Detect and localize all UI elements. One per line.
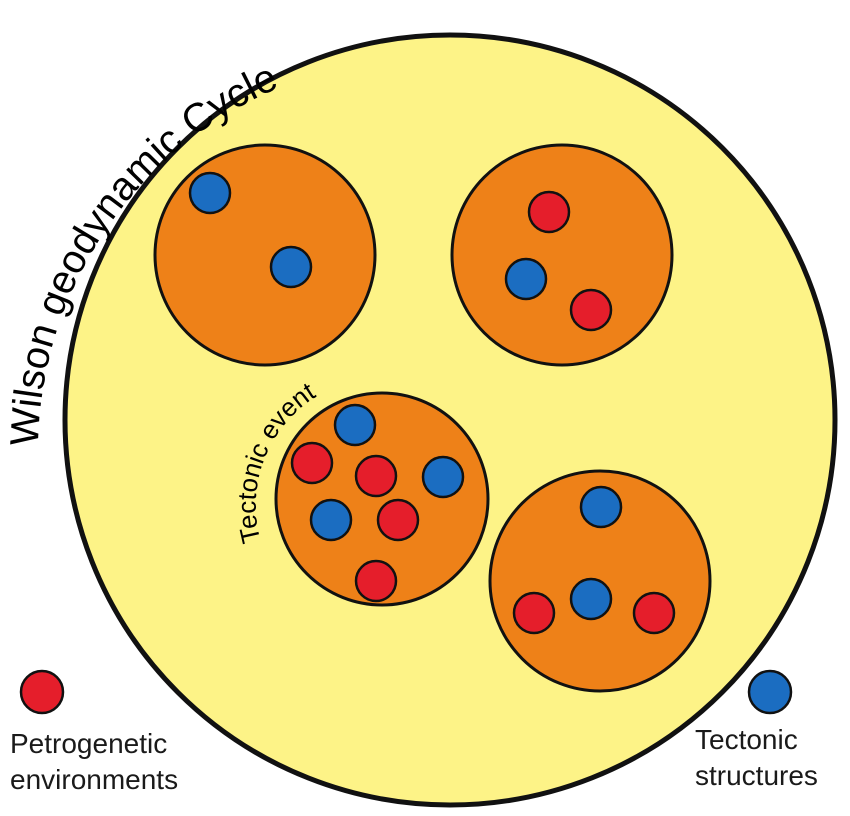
tectonic-events (153, 143, 712, 693)
event-bottom-right (488, 469, 712, 693)
legend-petrogenetic-line1: Petrogenetic (10, 728, 168, 759)
petrogenetic-environment-dot (376, 498, 420, 542)
event-top-left (153, 143, 377, 367)
petrogenetic-environment-dot (290, 441, 334, 485)
petrogenetic-environment-dot (512, 591, 556, 635)
event-circle (274, 391, 490, 607)
event-circle (153, 143, 377, 367)
tectonic-structure-dot (504, 257, 548, 301)
tectonic-structure-dot (269, 245, 313, 289)
legend-tectonic-swatch (747, 669, 793, 715)
event-circle (450, 143, 674, 367)
legend-petrogenetic-label: Petrogenetic environments (10, 726, 178, 798)
legend-petrogenetic-swatch (19, 669, 65, 715)
event-top-right (450, 143, 674, 367)
legend-tectonic-line1: Tectonic (695, 724, 798, 755)
tectonic-structure-dot (569, 577, 613, 621)
petrogenetic-environment-dot (569, 288, 613, 332)
legend-petrogenetic-line2: environments (10, 764, 179, 795)
petrogenetic-environment-dot (527, 190, 571, 234)
legend-tectonic-line2: structures (695, 760, 818, 791)
petrogenetic-environment-dot (354, 559, 398, 603)
tectonic-structure-dot (333, 403, 377, 447)
legend-tectonic-label: Tectonic structures (695, 722, 818, 794)
petrogenetic-environment-dot (632, 591, 676, 635)
tectonic-structure-dot (309, 498, 353, 542)
tectonic-structure-dot (188, 171, 232, 215)
tectonic-structure-dot (421, 455, 465, 499)
petrogenetic-environment-dot (354, 454, 398, 498)
tectonic-structure-dot (579, 485, 623, 529)
event-center (274, 391, 490, 607)
